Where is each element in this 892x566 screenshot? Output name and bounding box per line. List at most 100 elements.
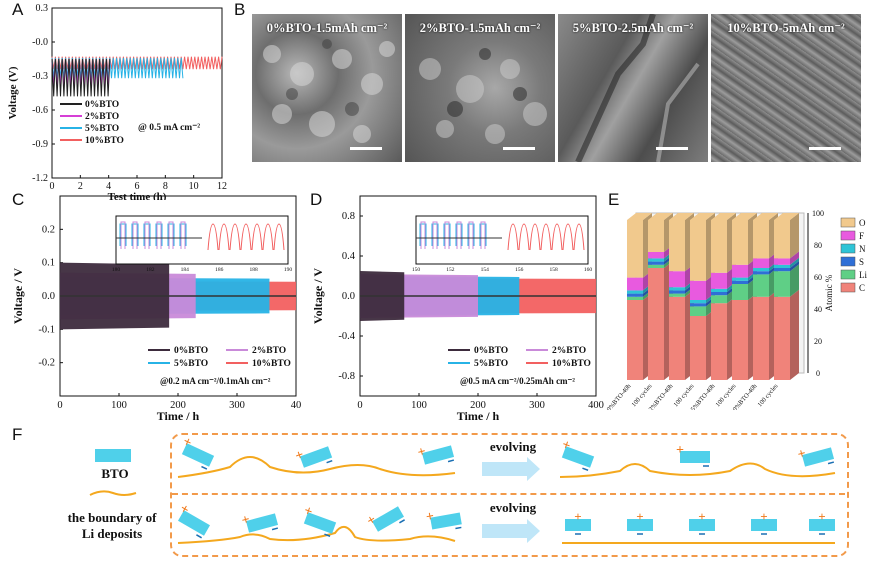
inset-frame [415,215,589,265]
bar-segment [732,277,748,281]
category-label: 0%BTO-40h [606,382,633,410]
x-axis-label: Time / h [157,409,200,423]
inset-tick-label: 184 [181,267,190,273]
y-tick-label: -0.2 [38,358,55,369]
evolving-label-top: evolving [489,439,537,454]
inset-tick-label: 182 [146,267,155,273]
y-tick-label: 0.0 [42,291,55,302]
bto-block [627,519,653,531]
li-boundary-curve [177,526,456,544]
bar-segment [648,258,664,262]
legend-swatch [840,243,856,254]
evolving-arrow [482,519,540,543]
panel-letter-e: E [608,190,620,209]
inset-wave-5 [467,223,475,246]
inset-wave-5 [443,223,451,246]
inset-tick-label: 180 [112,267,121,273]
minus-charge [399,519,405,524]
bar-side [790,289,799,380]
plus-charge: + [676,443,684,458]
panel-letter-d: D [310,190,323,209]
bar-segment [627,300,643,380]
legend-label: 5%BTO [474,359,508,369]
bar-side [790,261,799,272]
inset-wave-2 [444,221,450,249]
bto-block [689,519,715,531]
scale-bar [350,147,382,150]
inset-wave-10 [551,223,563,251]
bto-block [303,512,337,534]
inset-frame [115,215,289,265]
y-tick-label: -0.6 [32,105,48,116]
inset-tick-label: 152 [446,267,455,273]
inset-wave-5 [155,223,163,246]
legend-label: 10%BTO [85,136,124,146]
inset-wave-2 [468,221,474,249]
inset-wave-10 [273,223,285,251]
mechanism-schematic: ++++++++++++++++ [177,434,836,544]
panel-letter-a: A [12,0,24,19]
bar-segment [669,296,685,380]
y-tick-label: 100 [812,209,824,218]
bar-side [790,257,799,268]
y-tick-label: 0.4 [342,251,356,262]
inset-wave-10 [229,223,241,251]
li-boundary-curve [559,462,836,478]
y-tick-label: 60 [814,273,822,282]
y-tick-label: -0.1 [38,324,55,335]
x-tick-label: 300 [529,400,545,411]
bar-segment [711,288,727,292]
bto-particle: + [676,443,710,467]
inset-wave-2 [432,221,438,249]
inset-wave-10 [507,223,519,251]
inset-wave-2 [168,221,174,249]
x-tick-label: 300 [229,400,245,411]
scale-bar [503,147,535,150]
bar-segment [774,264,790,268]
inset-tick-label: 156 [515,267,524,273]
sem-image-1: 2%BTO-1.5mAh cm⁻² [405,14,555,162]
sem-image-2: 5%BTO-2.5mAh cm⁻² [558,14,708,162]
inset-wave-2 [144,221,150,249]
plus-charge: + [425,509,435,525]
bto-legend-block [95,449,131,462]
inset-wave-5 [179,223,187,246]
bar-segment [711,292,727,296]
x-tick-label: 100 [411,400,427,411]
bar-segment [648,268,664,380]
x-tick-label: 100 [111,400,127,411]
minus-charge [201,465,208,470]
bto-particle: + [180,434,215,470]
bar-segment [732,280,748,284]
y-axis-label: Voltage / V [311,268,325,324]
y-axis-label: Atomic % [824,274,834,311]
bto-block [181,443,215,467]
bto-particle: + [302,503,337,537]
evolving-arrow [482,457,540,481]
y-tick-label: 0.3 [36,3,49,14]
inset-wave-5 [131,223,139,246]
bar-segment [648,264,664,268]
inset-wave-10 [251,223,263,251]
inset-wave-2 [180,221,186,249]
x-axis-label: Time / h [457,409,500,423]
legend-label: 0%BTO [474,346,508,356]
plus-charge: + [416,444,428,461]
inset-wave-10 [573,223,585,251]
x-tick-label: 40 [291,400,302,411]
y-tick-label: 80 [814,241,822,250]
bar-segment [627,277,643,291]
x-tick-label: 10 [189,181,199,192]
bar-side [790,251,799,265]
sem-image-3: 10%BTO-5mAh cm⁻² [711,14,861,162]
y-tick-label: -0.3 [32,71,48,82]
bar-segment [753,258,769,268]
inset-wave-10 [562,223,574,251]
boundary-legend-line [89,490,137,496]
bar-top [669,213,694,220]
bar-segment [648,220,664,252]
bto-block [421,445,455,465]
bar-segment [669,290,685,294]
bto-particle: + [560,437,595,471]
